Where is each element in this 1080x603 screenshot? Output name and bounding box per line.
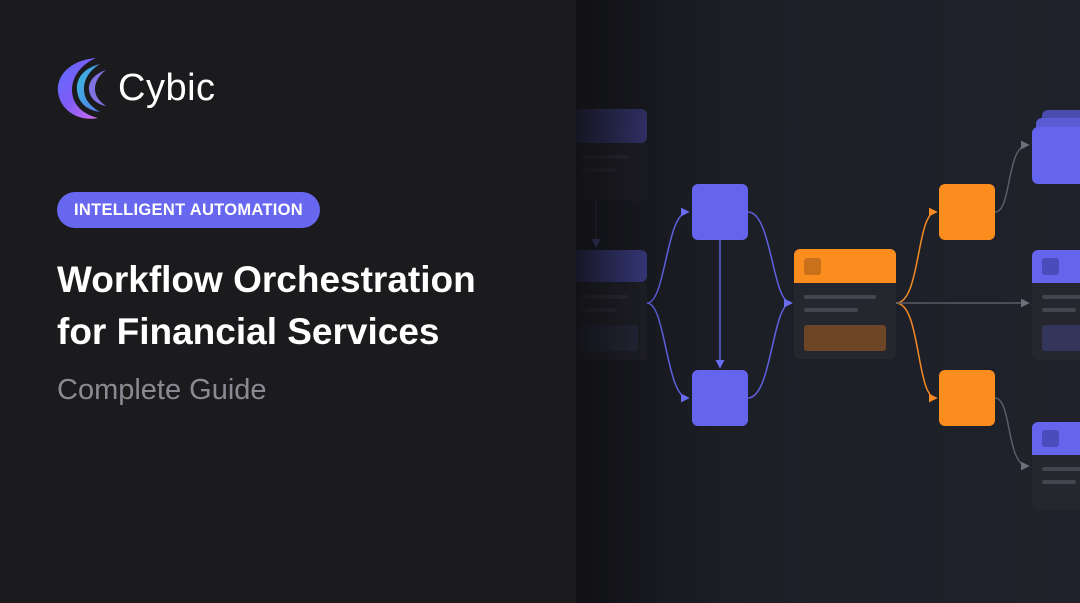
brand: Cybic [56, 54, 216, 122]
workflow-node-blue-top [692, 184, 748, 240]
workflow-illustration [576, 0, 1080, 603]
workflow-node-orange-bottom [939, 370, 995, 426]
title-line-2: for Financial Services [57, 311, 440, 352]
workflow-card-right-top [1032, 110, 1080, 184]
title-line-1: Workflow Orchestration [57, 259, 476, 300]
brand-name: Cybic [118, 66, 216, 109]
page-title: Workflow Orchestration for Financial Ser… [57, 254, 567, 358]
faded-card-middle [576, 250, 647, 360]
faded-card-top [576, 109, 647, 201]
category-badge: INTELLIGENT AUTOMATION [57, 192, 321, 228]
crescent-logo-icon [57, 58, 106, 119]
workflow-diagram [576, 109, 1080, 510]
workflow-card-right-middle [1032, 250, 1080, 360]
workflow-card-right-bottom [1032, 422, 1080, 510]
workflow-card-orange [794, 249, 896, 359]
hero-text-panel: Cybic INTELLIGENT AUTOMATION Workflow Or… [56, 54, 567, 406]
workflow-node-blue-bottom [692, 370, 748, 426]
workflow-node-orange-top [939, 184, 995, 240]
page-subtitle: Complete Guide [57, 374, 267, 406]
